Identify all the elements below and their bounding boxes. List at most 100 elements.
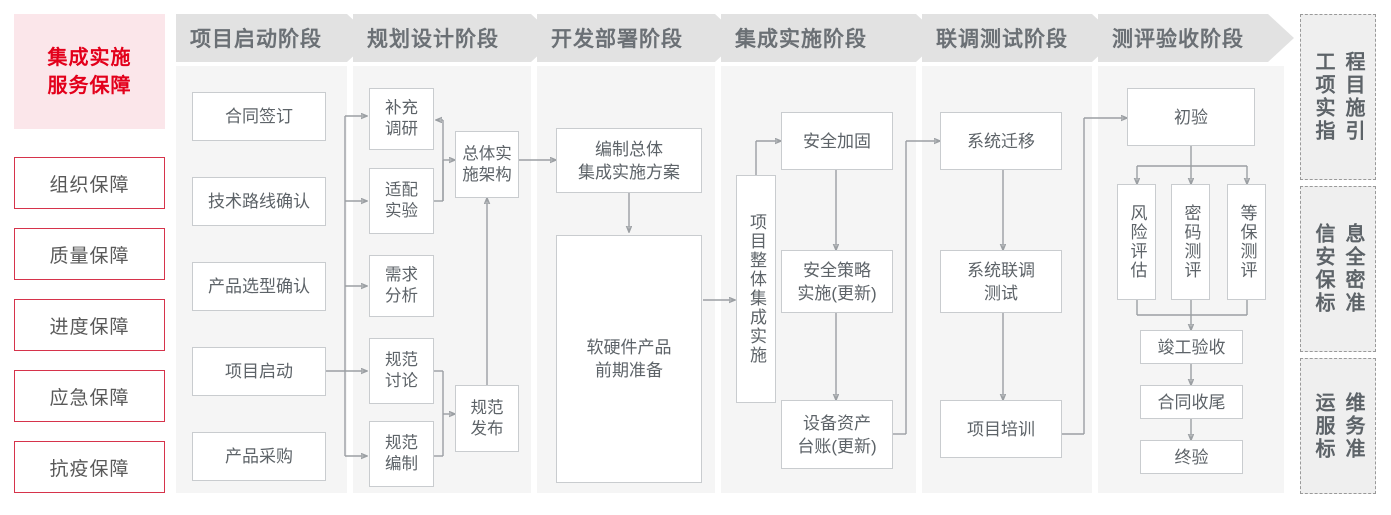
node-label-line1: 系统联调 bbox=[967, 260, 1035, 280]
node-label-line1: 总体实 bbox=[462, 144, 512, 163]
phase-header-qidong[interactable]: 项目启动阶段 bbox=[176, 14, 373, 62]
guarantee-item-organization[interactable]: 组织保障 bbox=[14, 157, 165, 209]
phase-header-jicheng[interactable]: 集成实施阶段 bbox=[721, 14, 942, 62]
node-label-line2: 分析 bbox=[385, 287, 418, 305]
node-project-training[interactable]: 项目培训 bbox=[940, 400, 1062, 458]
phase-header-label: 开发部署阶段 bbox=[551, 28, 683, 51]
standard-label-col-left: 信安保标 bbox=[1312, 223, 1334, 315]
node-label-line1: 规范 bbox=[470, 398, 504, 417]
guarantee-item-quality[interactable]: 质量保障 bbox=[14, 228, 165, 280]
node-label: 等保测评 bbox=[1237, 204, 1257, 280]
node-label: 竣工验收 bbox=[1157, 337, 1226, 357]
node-label: 项目整体集成实施 bbox=[747, 213, 766, 365]
node-security-hardening[interactable]: 安全加固 bbox=[781, 112, 893, 170]
node-label-line1: 编制总体 bbox=[595, 139, 663, 159]
node-hardware-software-preparation[interactable]: 软硬件产品 前期准备 bbox=[556, 235, 702, 483]
node-product-selection-confirm[interactable]: 产品选型确认 bbox=[192, 262, 326, 311]
guarantee-item-label: 进度保障 bbox=[49, 316, 130, 338]
node-label: 安全加固 bbox=[803, 131, 871, 151]
node-contract-signing[interactable]: 合同签订 bbox=[192, 92, 326, 141]
standard-label-col-right: 息全密准 bbox=[1342, 223, 1364, 315]
node-label: 产品选型确认 bbox=[208, 277, 310, 296]
node-requirements-analysis[interactable]: 需求 分析 bbox=[369, 255, 434, 317]
node-label: 产品采购 bbox=[225, 447, 293, 466]
node-system-migration[interactable]: 系统迁移 bbox=[940, 112, 1062, 170]
phase-header-kaifa[interactable]: 开发部署阶段 bbox=[537, 14, 741, 62]
node-spec-discussion[interactable]: 规范 讨论 bbox=[369, 338, 434, 404]
node-label: 系统迁移 bbox=[967, 131, 1035, 151]
node-tech-route-confirm[interactable]: 技术路线确认 bbox=[192, 177, 326, 226]
left-panel-title-line1: 集成实施 bbox=[47, 46, 132, 69]
guarantee-item-label: 组织保障 bbox=[49, 174, 130, 196]
standard-label-col-right: 维务准 bbox=[1342, 391, 1364, 461]
guarantee-item-schedule[interactable]: 进度保障 bbox=[14, 299, 165, 351]
node-label-line2: 台账(更新) bbox=[797, 436, 877, 456]
node-overall-implementation-architecture[interactable]: 总体实 施架构 bbox=[455, 131, 519, 198]
standard-label-col-right: 程目施引 bbox=[1342, 51, 1364, 143]
phase-header-label: 联调测试阶段 bbox=[936, 28, 1068, 51]
node-label-line1: 适配 bbox=[385, 181, 418, 199]
node-product-procurement[interactable]: 产品采购 bbox=[192, 432, 326, 481]
left-panel-title: 集成实施 服务保障 bbox=[14, 14, 165, 129]
node-label-line2: 编制 bbox=[385, 455, 418, 473]
chevron-shape bbox=[353, 14, 557, 62]
node-system-joint-test[interactable]: 系统联调 测试 bbox=[940, 250, 1062, 313]
node-label: 合同签订 bbox=[225, 107, 293, 126]
chevron-shape bbox=[537, 14, 741, 62]
guarantee-item-epidemic[interactable]: 抗疫保障 bbox=[14, 441, 165, 493]
node-label: 项目启动 bbox=[225, 362, 293, 381]
node-project-kickoff[interactable]: 项目启动 bbox=[192, 347, 326, 396]
node-label: 风险评估 bbox=[1127, 204, 1147, 280]
node-asset-ledger-update[interactable]: 设备资产 台账(更新) bbox=[781, 400, 893, 469]
node-label-line1: 设备资产 bbox=[802, 413, 871, 433]
standard-card-information-security[interactable]: 信安保标 息全密准 bbox=[1300, 186, 1376, 352]
node-draft-overall-integration-plan[interactable]: 编制总体 集成实施方案 bbox=[556, 128, 702, 193]
node-final-acceptance[interactable]: 终验 bbox=[1140, 440, 1243, 474]
node-cryptography-evaluation[interactable]: 密码测评 bbox=[1171, 184, 1210, 300]
node-label-line2: 实验 bbox=[385, 202, 418, 220]
node-preliminary-acceptance[interactable]: 初验 bbox=[1127, 88, 1255, 146]
node-supplementary-research[interactable]: 补充 调研 bbox=[369, 88, 434, 150]
chevron-shape bbox=[1098, 14, 1294, 62]
node-risk-assessment[interactable]: 风险评估 bbox=[1117, 184, 1156, 300]
phase-header-ceping[interactable]: 测评验收阶段 bbox=[1098, 14, 1294, 62]
node-label: 合同收尾 bbox=[1157, 392, 1226, 412]
node-label: 初验 bbox=[1174, 107, 1208, 127]
standard-card-engineering-guideline[interactable]: 工项实指 程目施引 bbox=[1300, 14, 1376, 180]
node-label-line2: 集成实施方案 bbox=[578, 162, 680, 182]
node-adaptation-test[interactable]: 适配 实验 bbox=[369, 168, 434, 234]
node-spec-drafting[interactable]: 规范 编制 bbox=[369, 421, 434, 487]
node-label-line2: 施架构 bbox=[462, 165, 512, 184]
standard-label-col-left: 工项实指 bbox=[1312, 51, 1334, 143]
node-label-line2: 前期准备 bbox=[595, 361, 663, 380]
node-contract-closeout[interactable]: 合同收尾 bbox=[1140, 385, 1243, 419]
chevron-shape bbox=[922, 14, 1118, 62]
node-security-policy-implementation[interactable]: 安全策略 实施(更新) bbox=[781, 250, 893, 313]
node-label: 技术路线确认 bbox=[208, 192, 310, 211]
node-label: 项目培训 bbox=[967, 419, 1035, 439]
phase-header-label: 集成实施阶段 bbox=[735, 28, 867, 51]
node-label-line1: 规范 bbox=[385, 434, 418, 452]
node-label-line1: 需求 bbox=[385, 266, 418, 284]
node-label-line2: 讨论 bbox=[385, 372, 418, 390]
left-panel-title-line2: 服务保障 bbox=[47, 74, 132, 97]
node-label-line2: 测试 bbox=[984, 283, 1018, 303]
phase-header-label: 项目启动阶段 bbox=[190, 28, 322, 51]
node-spec-release[interactable]: 规范 发布 bbox=[455, 385, 519, 452]
node-label-line1: 安全策略 bbox=[802, 260, 871, 280]
phase-header-label: 测评验收阶段 bbox=[1112, 28, 1244, 51]
node-label-line2: 实施(更新) bbox=[797, 283, 877, 303]
guarantee-item-emergency[interactable]: 应急保障 bbox=[14, 370, 165, 422]
node-completion-acceptance[interactable]: 竣工验收 bbox=[1140, 330, 1243, 364]
node-overall-project-integration[interactable]: 项目整体集成实施 bbox=[736, 175, 776, 403]
node-label-line1: 补充 bbox=[385, 99, 418, 117]
phase-header-guihua[interactable]: 规划设计阶段 bbox=[353, 14, 557, 62]
standard-label-col-left: 运服标 bbox=[1312, 391, 1334, 461]
guarantee-item-label: 应急保障 bbox=[49, 387, 130, 409]
standard-card-om-service[interactable]: 运服标 维务准 bbox=[1300, 358, 1376, 494]
phase-header-liandiao[interactable]: 联调测试阶段 bbox=[922, 14, 1118, 62]
node-label-line1: 规范 bbox=[385, 351, 418, 369]
node-classified-protection-evaluation[interactable]: 等保测评 bbox=[1227, 184, 1266, 300]
node-label-line1: 软硬件产品 bbox=[586, 338, 672, 357]
chevron-shape bbox=[721, 14, 942, 62]
